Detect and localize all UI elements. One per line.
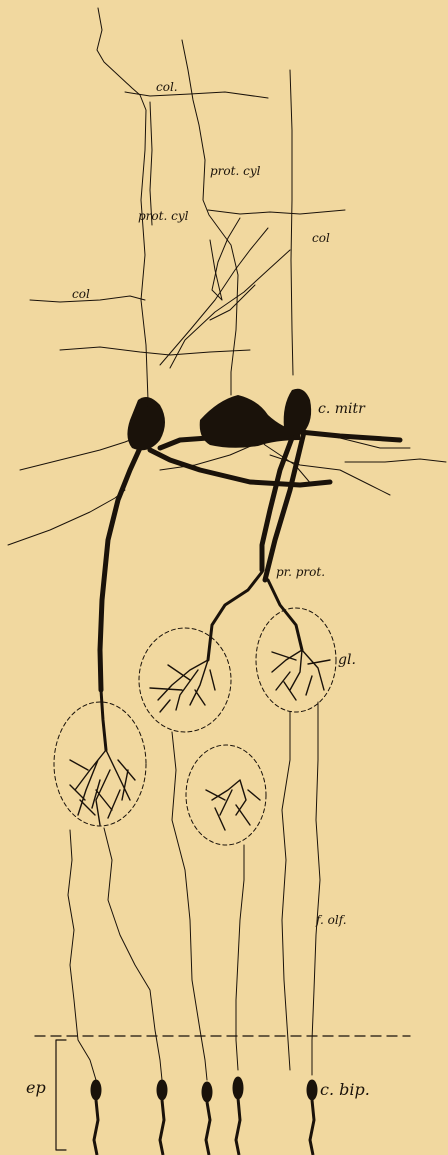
mitral-primary-dendrites bbox=[101, 572, 302, 750]
label-gl: gl. bbox=[338, 653, 356, 667]
label-ep: ep bbox=[26, 1080, 46, 1096]
label-col-top: col. bbox=[156, 81, 178, 93]
label-c-bip: c. bip. bbox=[320, 1082, 370, 1098]
label-pr-prot: pr. prot. bbox=[276, 566, 325, 578]
label-c-mitr: c. mitr bbox=[318, 402, 365, 416]
bipolar-cells bbox=[91, 1077, 317, 1155]
olfactory-fibers bbox=[68, 702, 320, 1080]
label-prot-cyl-left: prot. cyl bbox=[138, 210, 188, 222]
label-f-olf: f. olf. bbox=[316, 914, 347, 926]
glomerular-tufts bbox=[70, 650, 330, 830]
label-col-right: col bbox=[312, 232, 330, 244]
ep-bracket bbox=[56, 1040, 66, 1150]
label-prot-cyl-right: prot. cyl bbox=[210, 165, 260, 177]
glomeruli bbox=[54, 608, 336, 845]
label-col-left: col bbox=[72, 288, 90, 300]
mitral-cell-bodies bbox=[127, 389, 311, 450]
axon-fibers bbox=[8, 8, 446, 545]
